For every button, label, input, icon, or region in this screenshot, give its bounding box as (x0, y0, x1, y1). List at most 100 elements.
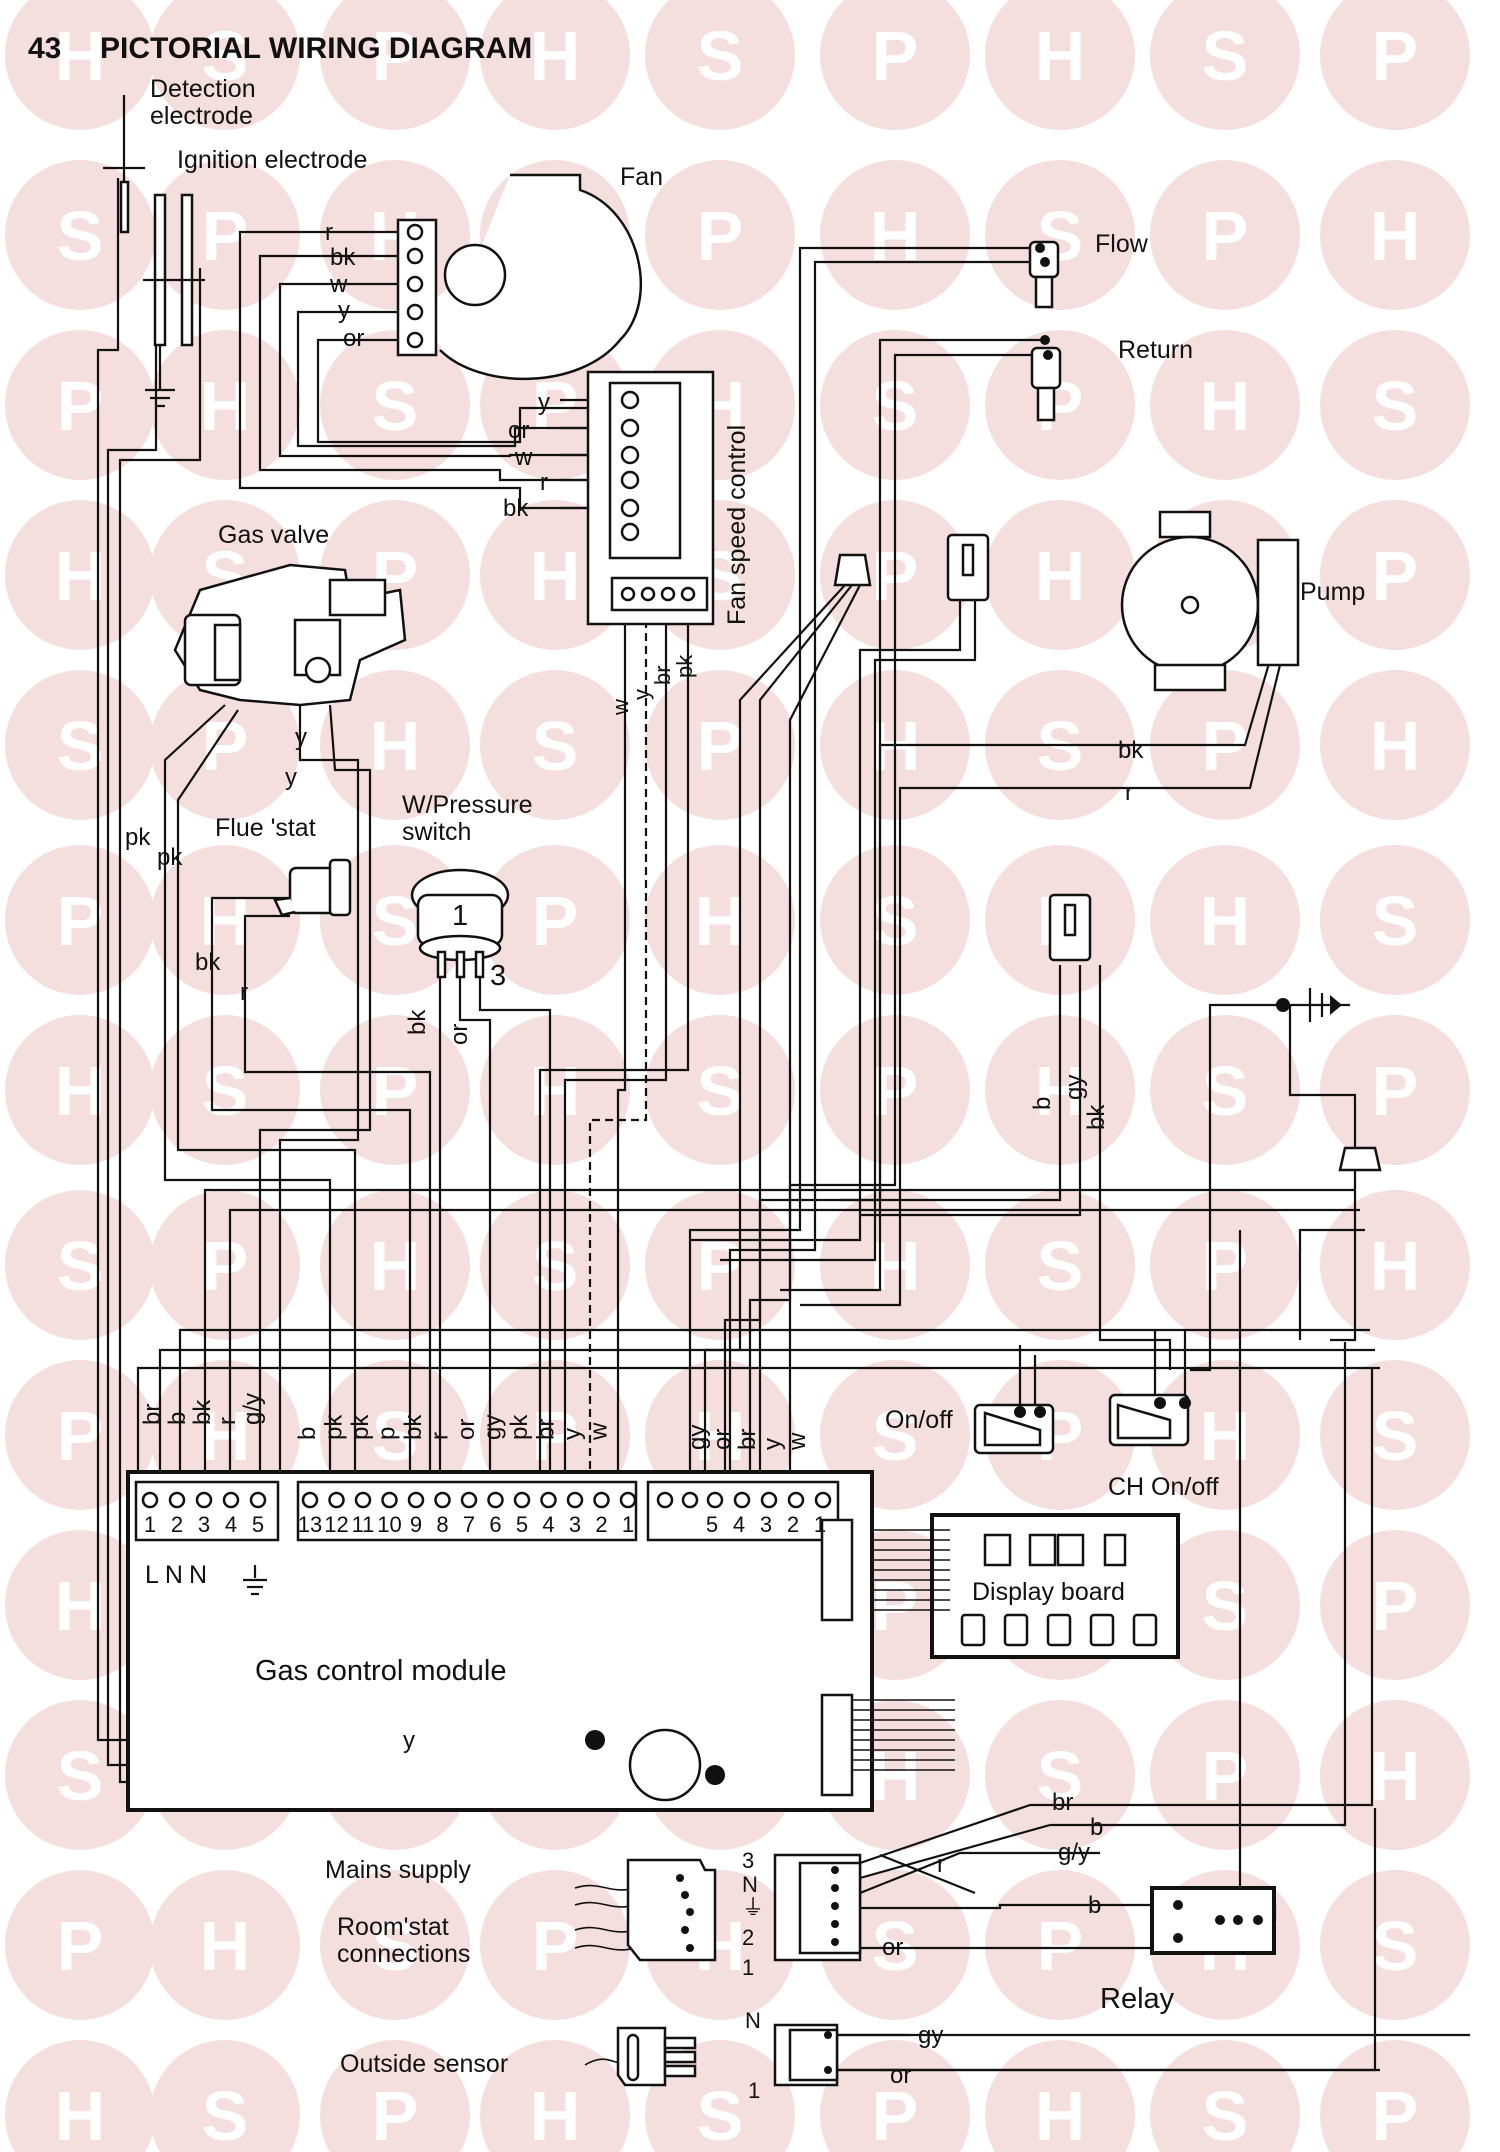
return-sensor (1030, 335, 1062, 422)
watermark-letter: H (55, 1052, 106, 1130)
watermark-letter: S (1372, 1397, 1419, 1475)
watermark-letter: H (200, 1907, 251, 1985)
watermark-letter: H (530, 1052, 581, 1130)
watermark-circle (1150, 330, 1300, 480)
gas-valve-label: Gas valve (218, 521, 329, 549)
watermark-letter: P (532, 882, 579, 960)
watermark-circle (5, 500, 155, 650)
watermark-letter: S (372, 1907, 419, 1985)
terminal-pin (195, 1491, 213, 1509)
module-wire-label: gy (480, 1415, 507, 1440)
terminal-pin (733, 1491, 751, 1509)
watermark-letter: H (870, 197, 921, 275)
watermark-circle (480, 845, 630, 995)
watermark-circle (5, 1190, 155, 1340)
watermark-letter: S (697, 17, 744, 95)
terminal-pin (487, 1491, 504, 1509)
module-wire-label: pk (506, 1414, 533, 1440)
watermark-letter: H (1200, 882, 1251, 960)
right-connector-plug (1338, 1146, 1382, 1172)
watermark-letter: P (872, 17, 919, 95)
watermark-letter: S (1372, 1907, 1419, 1985)
watermark-circle (480, 0, 630, 130)
watermark-circle (150, 670, 300, 820)
watermark-letter: P (872, 2077, 919, 2152)
watermark-letter: S (532, 1227, 579, 1305)
watermark-letter: H (695, 882, 746, 960)
sensor-wire-or: or (890, 2062, 911, 2089)
terminal-number: 5 (706, 1512, 718, 1537)
watermark-circle (1320, 1190, 1470, 1340)
figure-title: PICTORIAL WIRING DIAGRAM (100, 32, 532, 65)
watermark-circle (480, 1015, 630, 1165)
display-board (870, 1513, 1180, 1659)
mains-supply-label: Mains supply (325, 1856, 471, 1884)
terminal-number: 13 (298, 1512, 322, 1537)
watermark-circle (985, 0, 1135, 130)
watermark-letter: H (530, 17, 581, 95)
watermark-letter: S (872, 1907, 919, 1985)
sensor-wire-gy: gy (918, 2022, 943, 2049)
watermark-circle (1150, 1015, 1300, 1165)
module-wire-label: or (709, 1429, 736, 1450)
watermark-circle (820, 0, 970, 130)
watermark-letter: H (200, 367, 251, 445)
terminal-number: 9 (410, 1512, 422, 1537)
watermark-letter: P (1372, 1052, 1419, 1130)
gas-control-module-label: Gas control module (255, 1655, 506, 1687)
terminal-pin (681, 1491, 699, 1509)
watermark-circle (1320, 1530, 1470, 1680)
watermark-circle (150, 0, 300, 130)
watermark-circle (985, 500, 1135, 650)
module-wire-label: gy (684, 1425, 711, 1450)
watermark-letter: S (1037, 1737, 1084, 1815)
watermark-letter: P (1202, 197, 1249, 275)
watermark-circle (150, 2040, 300, 2152)
fsc-wire-y: y (538, 389, 550, 416)
pressure-switch-wire-or: or (446, 1024, 473, 1045)
terminal-pin (434, 1491, 451, 1509)
ignition-electrode (143, 193, 205, 408)
watermark-letter: H (530, 2077, 581, 2152)
outside-sensor-plug (616, 2026, 697, 2087)
watermark-circle (820, 2040, 970, 2152)
fan-wire-bk: bk (330, 244, 356, 271)
watermark-letter: S (1037, 1227, 1084, 1305)
watermark-circle (320, 1190, 470, 1340)
ch-on-off-switch (1108, 1393, 1191, 1447)
watermark-letter: H (200, 882, 251, 960)
pump-wire-bk: bk (1118, 737, 1144, 764)
fsc-out-pk: pk (672, 654, 697, 678)
figure-number: 43 (28, 32, 61, 65)
terminal-number: 4 (542, 1512, 554, 1537)
watermark-circle (1150, 1530, 1300, 1680)
watermark-letter: H (1370, 197, 1421, 275)
module-wire-label: br (139, 1404, 166, 1425)
watermark-letter: S (57, 707, 104, 785)
mains-terminal-3: 3 (742, 1848, 754, 1873)
watermark-circle (5, 845, 155, 995)
mains-wire-br: br (1052, 1789, 1073, 1816)
mains-terminal-2: 2 (742, 1925, 754, 1950)
module-wire-label: br (533, 1419, 560, 1440)
plug-wire-bk: bk (1083, 1104, 1110, 1130)
watermark-circle (5, 670, 155, 820)
pressure-switch-terminal-3: 3 (490, 960, 506, 992)
outside-sensor-socket (773, 2023, 839, 2087)
watermark-circle (5, 2040, 155, 2152)
watermark-letter: H (200, 1397, 251, 1475)
watermark-letter: S (202, 2077, 249, 2152)
terminal-pin (566, 1491, 584, 1509)
watermark-letter: H (55, 1567, 106, 1645)
flue-stat (273, 858, 352, 917)
watermark-letter: P (372, 2077, 419, 2152)
watermark-circle (1320, 330, 1470, 480)
terminal-pin (354, 1491, 372, 1509)
pressure-switch-label-1: W/Pressure (402, 791, 533, 819)
watermark-circle (985, 1190, 1135, 1340)
relay-wire-or: or (882, 1934, 903, 1961)
watermark-circle (985, 1700, 1135, 1850)
watermark-circle (150, 330, 300, 480)
